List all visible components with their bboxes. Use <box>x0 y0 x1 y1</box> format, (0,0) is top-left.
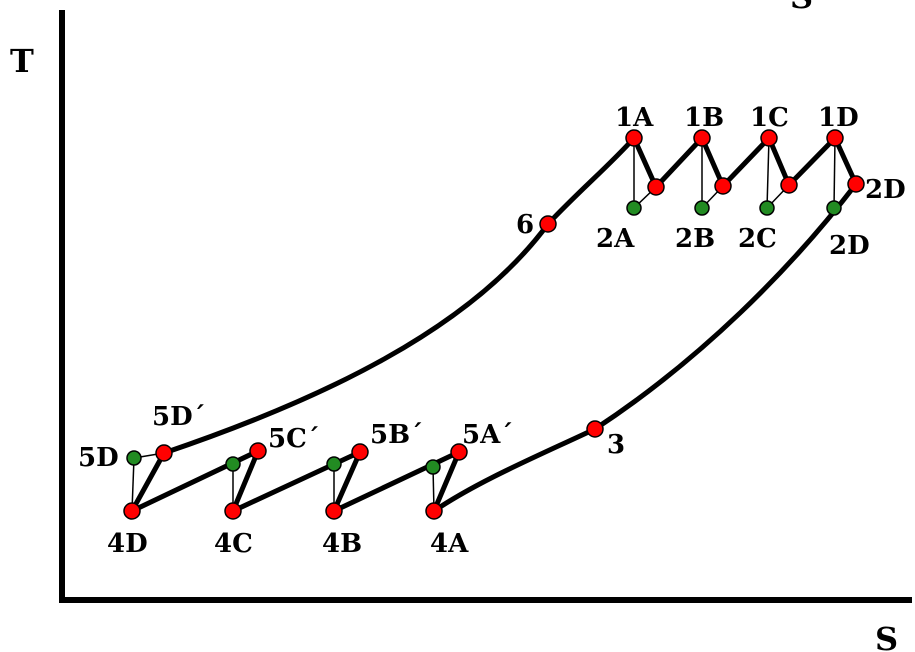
curve-5D-to-6 <box>163 222 551 456</box>
label-3: 3 <box>607 430 625 460</box>
label-2D-actual: 2D <box>865 175 906 205</box>
label-5B-prime: 5B´ <box>370 420 423 450</box>
label-4C: 4C <box>214 529 253 559</box>
point-5D-ideal <box>126 450 142 466</box>
y-axis-label: T <box>10 42 34 80</box>
curve-3-to-2D <box>593 182 858 432</box>
point-5C-actual <box>249 442 267 460</box>
curve-4A-to-3 <box>432 426 597 514</box>
point-2C-actual <box>780 176 798 194</box>
point-5D-actual <box>155 444 173 462</box>
point-5B-actual <box>351 443 369 461</box>
point-2D-ideal <box>826 200 842 216</box>
label-1B: 1B <box>684 103 724 133</box>
ideal-points <box>126 200 842 475</box>
label-4D: 4D <box>107 529 148 559</box>
label-4B: 4B <box>322 529 362 559</box>
label-5D-prime: 5D´ <box>152 402 206 432</box>
label-2D-ideal: 2D <box>829 231 870 261</box>
x-axis-label: S <box>875 620 898 652</box>
cut-off-fragment: S <box>790 0 813 16</box>
label-1C: 1C <box>750 103 789 133</box>
upper-zigzag <box>631 133 859 192</box>
point-2C-ideal <box>759 200 775 216</box>
point-2A-ideal <box>626 200 642 216</box>
point-2A-actual <box>647 178 665 196</box>
label-6: 6 <box>516 210 534 240</box>
point-2B-actual <box>714 177 732 195</box>
label-5A-prime: 5A´ <box>462 420 513 450</box>
point-1B <box>693 129 711 147</box>
label-5C-prime: 5C´ <box>268 424 320 454</box>
label-4A: 4A <box>430 529 469 559</box>
curve-6-to-1A <box>546 136 636 226</box>
lower-zigzag <box>126 445 464 517</box>
point-2D-actual <box>847 175 865 193</box>
point-5A-ideal <box>425 459 441 475</box>
label-1D: 1D <box>818 103 859 133</box>
point-4C <box>224 502 242 520</box>
point-4A <box>425 502 443 520</box>
point-1A <box>625 129 643 147</box>
point-4D <box>123 502 141 520</box>
point-5C-ideal <box>225 456 241 472</box>
label-2C: 2C <box>738 224 777 254</box>
point-1D <box>826 129 844 147</box>
point-3 <box>586 420 604 438</box>
label-2B: 2B <box>675 224 715 254</box>
point-2B-ideal <box>694 200 710 216</box>
point-4B <box>325 502 343 520</box>
actual-points <box>123 129 865 520</box>
label-1A: 1A <box>615 103 654 133</box>
point-1C <box>760 129 778 147</box>
point-5A-actual <box>450 443 468 461</box>
point-5B-ideal <box>326 456 342 472</box>
label-2A: 2A <box>596 224 635 254</box>
point-6 <box>539 215 557 233</box>
label-5D: 5D <box>78 443 119 473</box>
